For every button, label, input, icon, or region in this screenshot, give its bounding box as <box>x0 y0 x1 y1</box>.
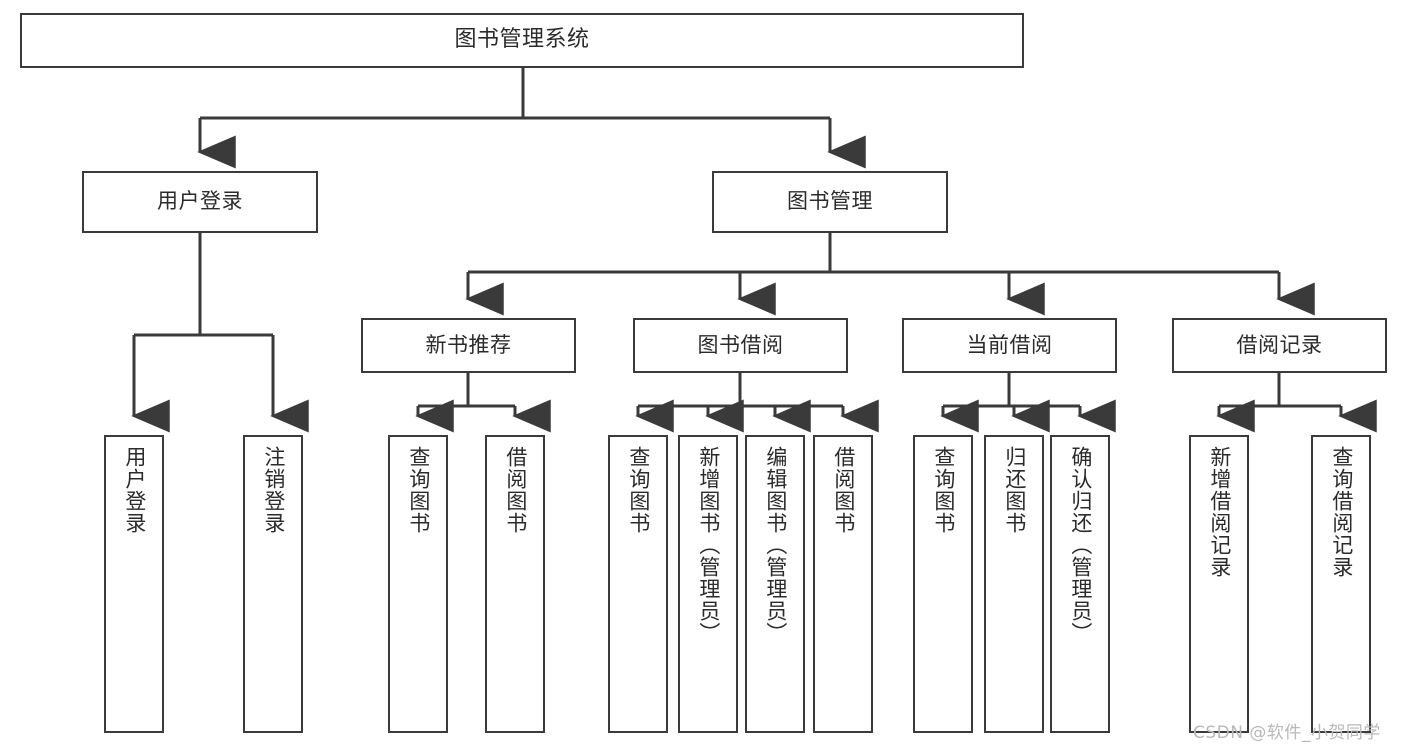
leaf-user-login[interactable]: 用户登录 <box>104 435 164 733</box>
node-label: 新增借阅记录 <box>1207 446 1232 578</box>
csdn-watermark: CSDN @软件_小贺同学 <box>1193 723 1381 743</box>
node-label: 借阅图书 <box>831 446 856 534</box>
leaf-query-borrow-record[interactable]: 查询借阅记录 <box>1311 435 1371 733</box>
node-label: 图书管理系统 <box>454 27 590 53</box>
node-label: 当前借阅 <box>966 332 1053 357</box>
node-label: 确认归还（管理员） <box>1068 446 1093 644</box>
node-label: 图书借阅 <box>697 332 784 357</box>
node-label: 图书管理 <box>787 189 873 214</box>
node-book-borrow[interactable]: 图书借阅 <box>633 318 848 373</box>
leaf-query-book-borrow[interactable]: 查询图书 <box>608 435 668 733</box>
node-label: 查询借阅记录 <box>1329 446 1354 578</box>
node-root-system[interactable]: 图书管理系统 <box>20 13 1024 68</box>
node-label: 用户登录 <box>157 189 243 214</box>
node-label: 新书推荐 <box>425 332 512 357</box>
leaf-query-book-current[interactable]: 查询图书 <box>913 435 973 733</box>
node-label: 新增图书（管理员） <box>696 446 721 644</box>
leaf-borrow-book-recommend[interactable]: 借阅图书 <box>485 435 545 733</box>
node-current-borrow[interactable]: 当前借阅 <box>902 318 1117 373</box>
node-label: 查询图书 <box>931 446 956 534</box>
node-label: 用户登录 <box>122 446 147 534</box>
leaf-borrow-book[interactable]: 借阅图书 <box>813 435 873 733</box>
leaf-return-book[interactable]: 归还图书 <box>984 435 1044 733</box>
node-label: 编辑图书（管理员） <box>763 446 788 644</box>
node-label: 归还图书 <box>1002 446 1027 534</box>
node-user-login[interactable]: 用户登录 <box>82 171 318 233</box>
leaf-add-borrow-record[interactable]: 新增借阅记录 <box>1189 435 1249 733</box>
node-label: 借阅图书 <box>503 446 528 534</box>
node-book-management[interactable]: 图书管理 <box>712 171 948 233</box>
node-label: 注销登录 <box>261 446 286 534</box>
leaf-add-book-admin[interactable]: 新增图书（管理员） <box>678 435 738 733</box>
node-new-book-recommend[interactable]: 新书推荐 <box>361 318 576 373</box>
leaf-logout[interactable]: 注销登录 <box>243 435 303 733</box>
node-label: 借阅记录 <box>1236 332 1323 357</box>
node-label: 查询图书 <box>626 446 651 534</box>
node-borrow-record[interactable]: 借阅记录 <box>1172 318 1387 373</box>
leaf-confirm-return-admin[interactable]: 确认归还（管理员） <box>1050 435 1110 733</box>
leaf-edit-book-admin[interactable]: 编辑图书（管理员） <box>745 435 805 733</box>
leaf-query-book-recommend[interactable]: 查询图书 <box>388 435 448 733</box>
node-label: 查询图书 <box>406 446 431 534</box>
